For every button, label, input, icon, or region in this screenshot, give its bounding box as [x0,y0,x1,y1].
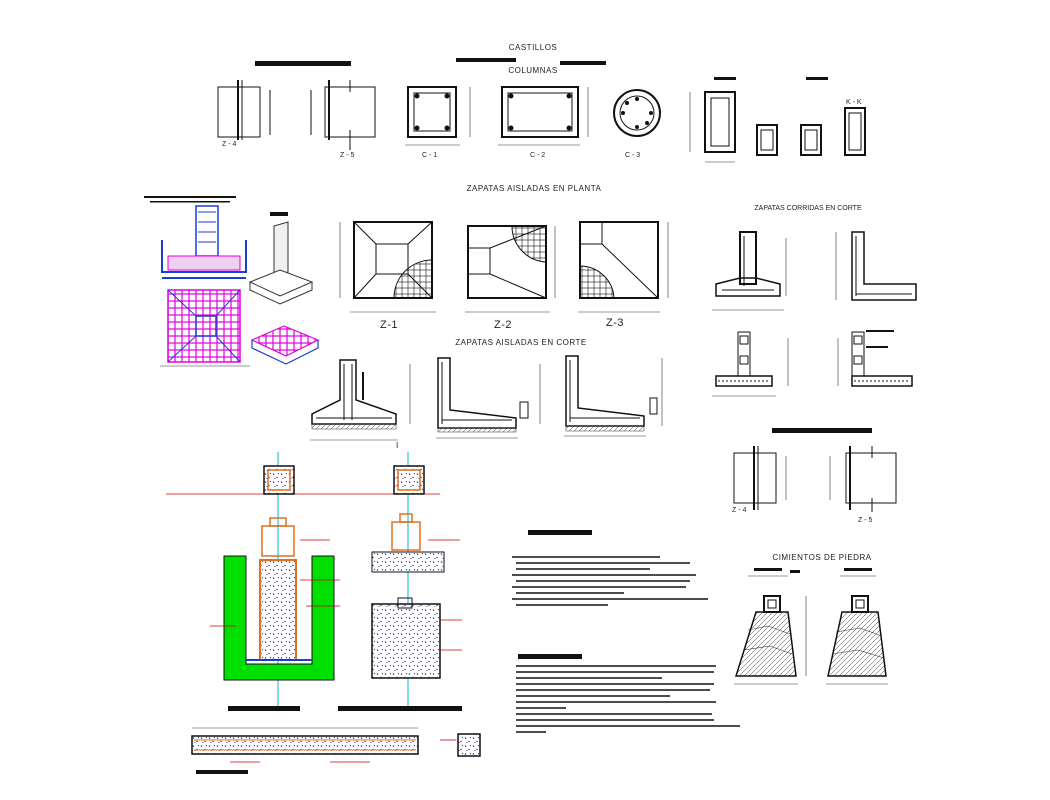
castillo-z4-detail: Z - 4 [217,80,271,148]
column-c1-section: C - 1 [405,86,471,159]
title-cimientos: CIMIENTOS DE PIEDRA [772,553,871,562]
column-c3-section: C - 3 [613,89,661,159]
roman-label: I [396,441,399,450]
header-block: CASTILLOS COLUMNAS [255,43,606,75]
title-underline [255,61,351,66]
title-zapatas-corridas: ZAPATAS CORRIDAS EN CORTE [754,205,862,212]
label-c1: C - 1 [422,152,437,159]
label-z4: Z - 4 [222,141,236,148]
stone-foundation-1 [734,568,807,685]
title-columnas: COLUMNAS [508,66,557,75]
label-zp1: Z-1 [380,319,398,331]
label-z4-lower: Z - 4 [732,507,746,514]
title-castillos: CASTILLOS [509,43,558,52]
castillo-lower-details: Z - 4 Z - 5 [732,428,897,524]
title-underline [456,58,516,62]
title-zapatas-corte: ZAPATAS AISLADAS EN CORTE [455,338,587,347]
general-notes-block [512,530,740,733]
title-zapatas-planta: ZAPATAS AISLADAS EN PLANTA [467,184,602,193]
strip-footing-section-3 [712,331,789,397]
title-underline [560,61,606,65]
colored-pile-detail [166,452,462,706]
castillo-z5-detail: Z - 5 [310,80,376,159]
footing-plan-z1: Z-1 [339,221,436,331]
label-c3: C - 3 [625,152,640,159]
footing-plan-z2: Z-2 [465,225,556,331]
label-z5: Z - 5 [340,152,354,159]
strip-footing-section-1 [712,231,787,311]
kk-section-details: K - K [689,77,866,163]
isolated-footing-section-2 [436,357,541,439]
stone-foundation-2 [826,568,888,685]
label-zp2: Z-2 [494,319,512,331]
label-c2: C - 2 [530,152,545,159]
isolated-footing-section-3 [564,355,663,437]
grade-beam-detail [191,706,481,774]
label-zp3: Z-3 [606,317,624,329]
label-kk: K - K [846,99,862,106]
isolated-footing-section-1: I [310,359,411,450]
label-z5-lower: Z - 5 [858,517,872,524]
strip-footing-section-4 [837,330,913,387]
column-c2-section: C - 2 [498,86,589,159]
footing-plan-z3: Z-3 [578,221,669,329]
isometric-footing-detail [144,196,320,367]
strip-footing-section-2 [835,231,917,301]
